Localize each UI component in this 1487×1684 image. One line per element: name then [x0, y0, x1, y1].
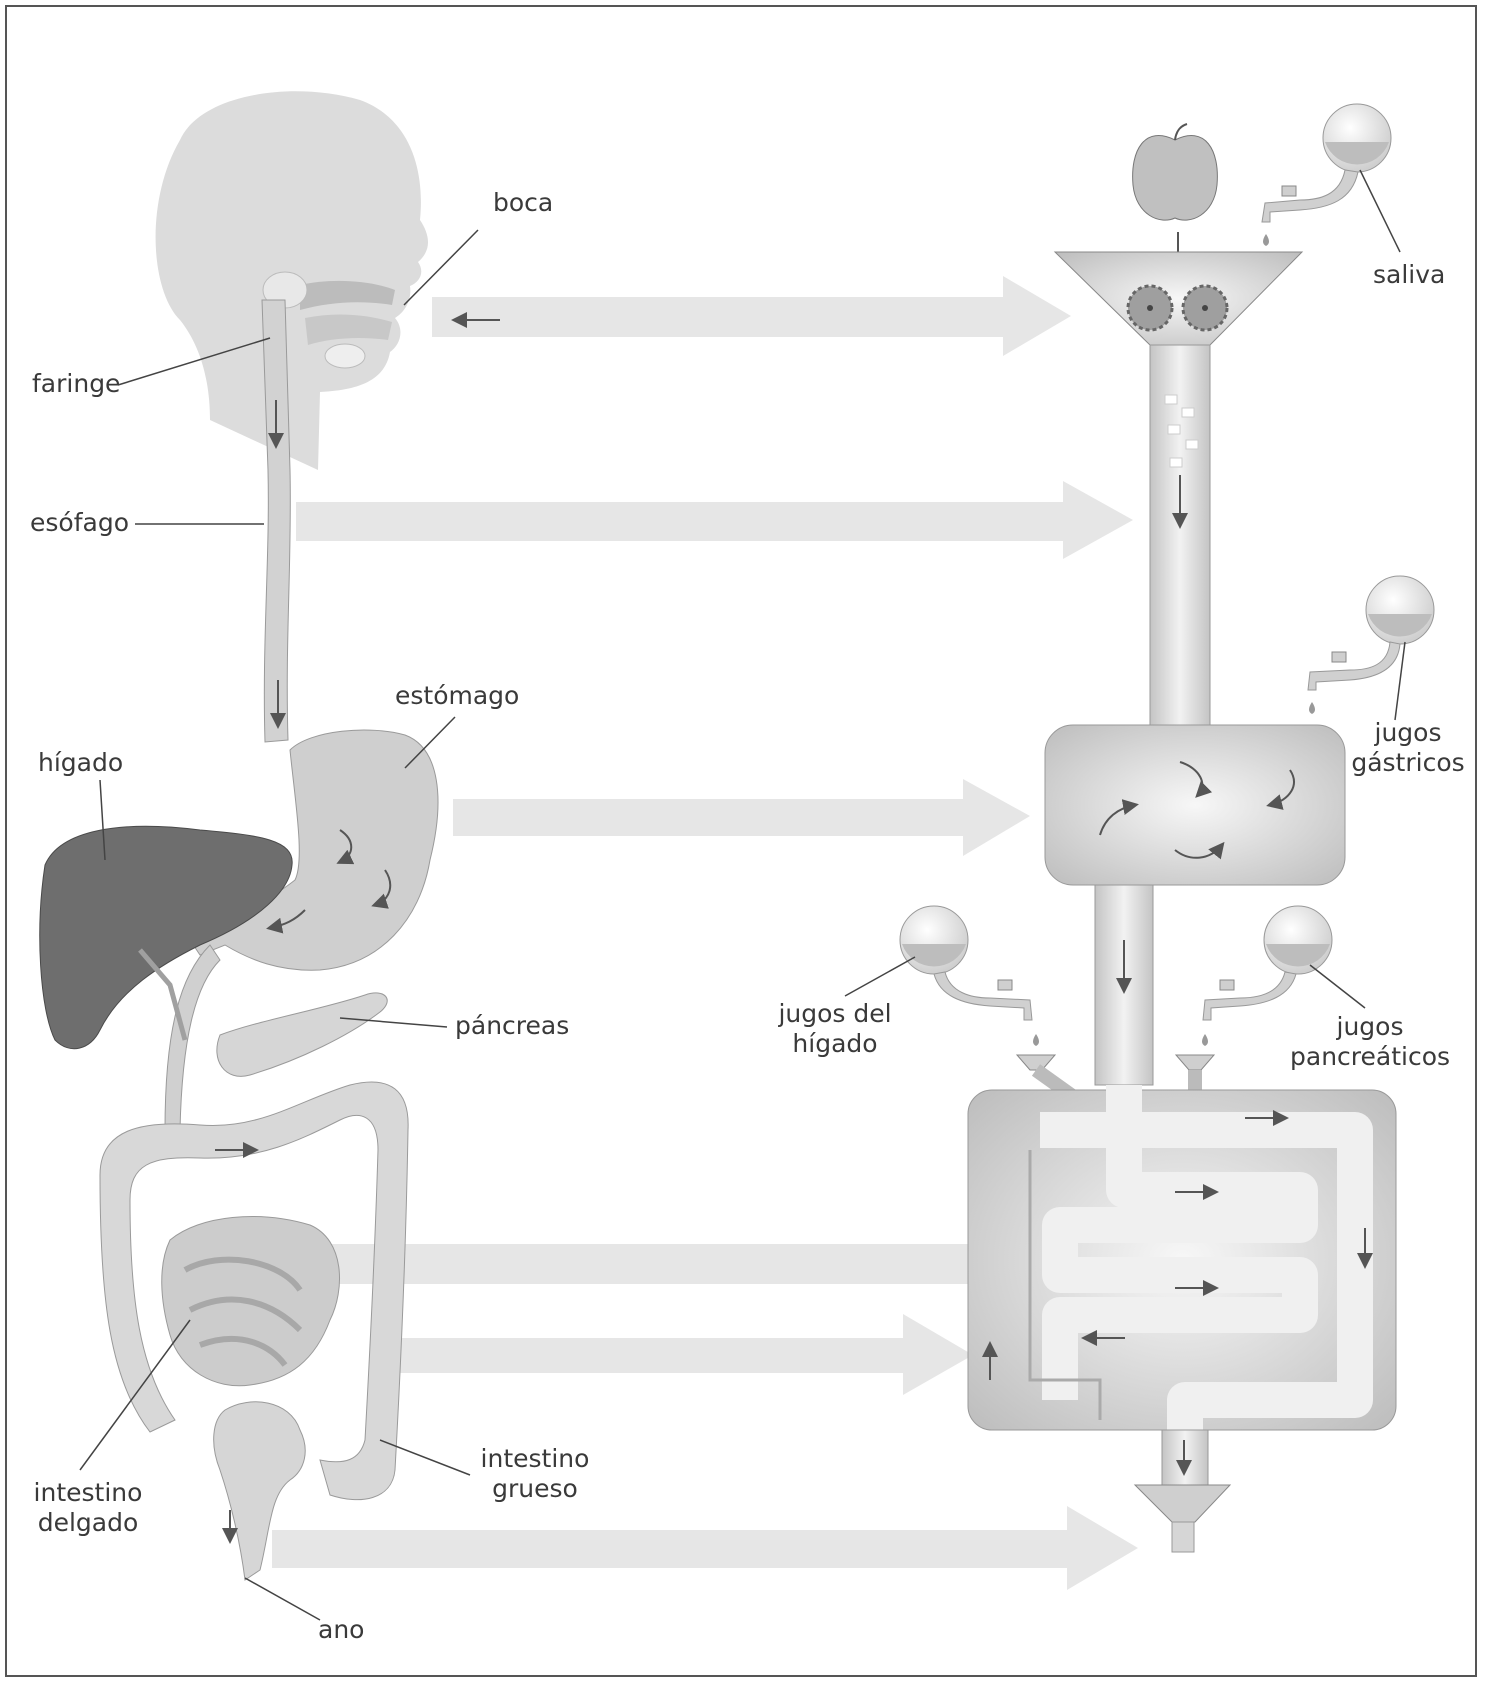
label-boca: boca: [493, 188, 553, 218]
label-jugos-gastricos-line2: gástricos: [1348, 748, 1468, 778]
label-ano: ano: [318, 1615, 364, 1645]
arrow-intestino-2: [380, 1314, 973, 1395]
label-higado: hígado: [38, 748, 123, 778]
label-estomago: estómago: [395, 681, 519, 711]
label-jugos-gastricos-line1: jugos: [1348, 718, 1468, 748]
label-jugos-pancreaticos: jugos pancreáticos: [1290, 1012, 1450, 1072]
label-jugos-gastricos: jugos gástricos: [1348, 718, 1468, 778]
arrow-boca: [432, 276, 1071, 356]
mouth-funnel: [1055, 252, 1302, 345]
label-saliva: saliva: [1373, 260, 1445, 290]
label-intestino-delgado: intestino delgado: [28, 1478, 148, 1538]
esophagus-shape: [262, 300, 290, 742]
label-pancreas: páncreas: [455, 1011, 569, 1041]
arrow-ano: [272, 1506, 1138, 1590]
label-jugos-pancreaticos-line2: pancreáticos: [1290, 1042, 1450, 1072]
machine-esophagus: [1150, 345, 1210, 730]
label-faringe: faringe: [32, 369, 120, 399]
label-intestino-delgado-line2: delgado: [28, 1508, 148, 1538]
arrow-intestino-1: [322, 1220, 1054, 1306]
label-intestino-grueso-line1: intestino: [475, 1444, 595, 1474]
apple-icon: [1133, 136, 1218, 221]
arrow-estomago: [453, 779, 1030, 856]
pancreas-shape: [217, 993, 387, 1076]
label-jugos-higado: jugos del hígado: [772, 999, 898, 1059]
label-intestino-grueso-line2: grueso: [475, 1474, 595, 1504]
label-esofago: esófago: [30, 508, 129, 538]
exit-funnel: [1135, 1485, 1230, 1522]
label-intestino-grueso: intestino grueso: [475, 1444, 595, 1504]
label-jugos-pancreaticos-line1: jugos: [1290, 1012, 1450, 1042]
label-intestino-delgado-line1: intestino: [28, 1478, 148, 1508]
human-anatomy: [40, 91, 438, 1580]
machine-stomach: [1045, 725, 1345, 885]
label-jugos-higado-line1: jugos del: [772, 999, 898, 1029]
label-jugos-higado-line2: hígado: [772, 1029, 898, 1059]
arrow-esofago: [296, 481, 1133, 559]
